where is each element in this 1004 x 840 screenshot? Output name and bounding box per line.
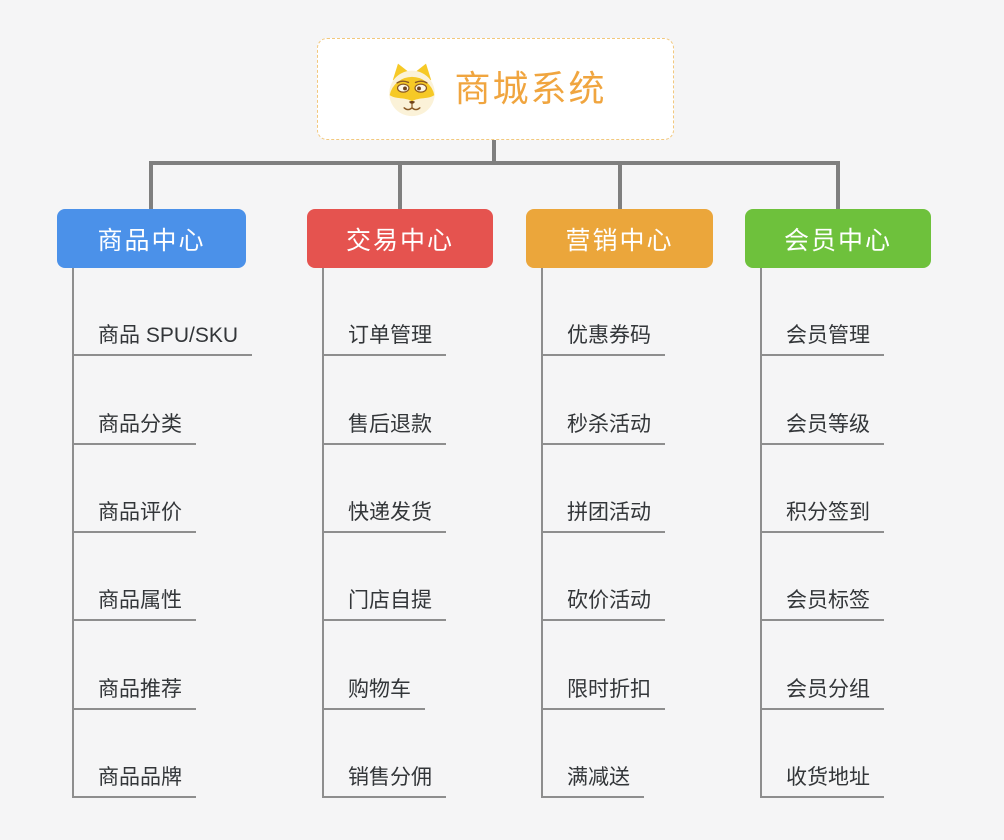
mindmap-item[interactable]: 满减送 bbox=[543, 710, 644, 798]
mindmap-item[interactable]: 秒杀活动 bbox=[543, 356, 665, 445]
mindmap-item[interactable]: 商品品牌 bbox=[74, 710, 196, 798]
dog-icon bbox=[389, 63, 436, 117]
branch-node-member[interactable]: 会员中心 bbox=[745, 209, 931, 268]
connector-root-drop bbox=[492, 140, 496, 163]
mindmap-item[interactable]: 商品分类 bbox=[74, 356, 196, 445]
branch-marketing-center: 营销中心 优惠券码 秒杀活动 拼团活动 砍价活动 限时折扣 满减送 bbox=[526, 209, 713, 798]
mindmap-item[interactable]: 商品属性 bbox=[74, 533, 196, 622]
branch-node-product[interactable]: 商品中心 bbox=[57, 209, 246, 268]
mindmap-item[interactable]: 门店自提 bbox=[324, 533, 446, 622]
mindmap-item[interactable]: 砍价活动 bbox=[543, 533, 665, 622]
mindmap-item[interactable]: 限时折扣 bbox=[543, 621, 665, 710]
branch-node-marketing[interactable]: 营销中心 bbox=[526, 209, 713, 268]
mindmap-item[interactable]: 积分签到 bbox=[762, 445, 884, 533]
mindmap-item[interactable]: 订单管理 bbox=[324, 268, 446, 357]
mindmap-item[interactable]: 拼团活动 bbox=[543, 445, 665, 533]
connector-drop-marketing bbox=[618, 161, 622, 209]
mindmap-item[interactable]: 商品推荐 bbox=[74, 621, 196, 710]
mindmap-item[interactable]: 销售分佣 bbox=[324, 710, 446, 798]
connector-bus bbox=[149, 161, 840, 165]
mindmap-item[interactable]: 会员管理 bbox=[762, 268, 884, 357]
mindmap-item[interactable]: 商品 SPU/SKU bbox=[74, 268, 253, 357]
branch-product-center: 商品中心 商品 SPU/SKU 商品分类 商品评价 商品属性 商品推荐 商品品牌 bbox=[57, 209, 253, 798]
branch-item-list-member: 会员管理 会员等级 积分签到 会员标签 会员分组 收货地址 bbox=[760, 268, 931, 798]
branch-item-list-trade: 订单管理 售后退款 快递发货 门店自提 购物车 销售分佣 bbox=[322, 268, 493, 798]
mindmap-item[interactable]: 会员等级 bbox=[762, 356, 884, 445]
connector-drop-trade bbox=[398, 161, 402, 209]
branch-node-trade[interactable]: 交易中心 bbox=[307, 209, 493, 268]
mindmap-item[interactable]: 商品评价 bbox=[74, 445, 196, 533]
root-node[interactable]: 商城系统 bbox=[317, 38, 674, 140]
mindmap-item[interactable]: 购物车 bbox=[324, 621, 425, 710]
mindmap-item[interactable]: 收货地址 bbox=[762, 710, 884, 798]
root-title: 商城系统 bbox=[454, 68, 607, 109]
branch-trade-center: 交易中心 订单管理 售后退款 快递发货 门店自提 购物车 销售分佣 bbox=[307, 209, 493, 798]
branch-member-center: 会员中心 会员管理 会员等级 积分签到 会员标签 会员分组 收货地址 bbox=[745, 209, 931, 798]
connector-drop-member bbox=[836, 161, 840, 209]
mindmap-item[interactable]: 优惠券码 bbox=[543, 268, 665, 357]
mindmap-item[interactable]: 售后退款 bbox=[324, 356, 446, 445]
mindmap-item[interactable]: 快递发货 bbox=[324, 445, 446, 533]
branch-item-list-marketing: 优惠券码 秒杀活动 拼团活动 砍价活动 限时折扣 满减送 bbox=[541, 268, 713, 798]
connector-drop-product bbox=[149, 161, 153, 209]
branch-item-list-product: 商品 SPU/SKU 商品分类 商品评价 商品属性 商品推荐 商品品牌 bbox=[72, 268, 253, 798]
mindmap-item[interactable]: 会员分组 bbox=[762, 621, 884, 710]
mindmap-item[interactable]: 会员标签 bbox=[762, 533, 884, 622]
